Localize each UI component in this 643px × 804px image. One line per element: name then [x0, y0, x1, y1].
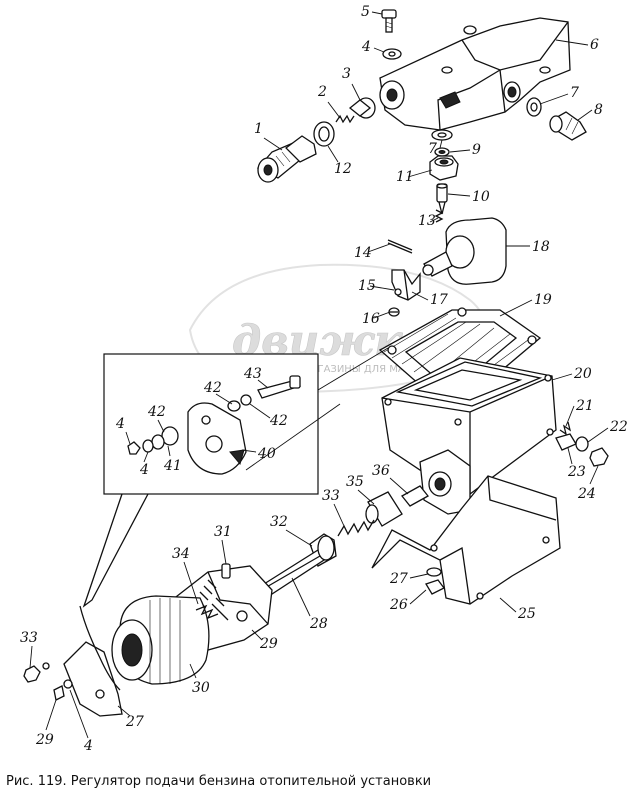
callout-22: 22 [609, 419, 628, 435]
callout-18: 18 [532, 239, 550, 255]
part-26-bolt [425, 579, 445, 595]
callout-35: 31 [214, 524, 232, 540]
callout-26: 26 [389, 597, 408, 613]
part-13-spring [434, 209, 444, 223]
callout-4-inset: 4 [139, 462, 149, 478]
part-4-washer-bottom [63, 679, 73, 689]
part-20-float-chamber [381, 357, 557, 515]
callout-42: 42 [147, 404, 166, 420]
callout-25: 25 [517, 606, 536, 622]
callout-41: 41 [163, 458, 182, 474]
callout-labels: 5 4 6 3 2 7 8 1 7 9 12 11 10 13 18 14 15… [20, 4, 628, 754]
part-21-spring [559, 421, 572, 436]
callout-2: 2 [317, 84, 327, 100]
callout-37: 33 [322, 488, 340, 504]
part-14-pin [387, 239, 413, 254]
callout-20: 20 [573, 366, 592, 382]
callout-10: 10 [472, 189, 490, 205]
callout-19: 19 [534, 292, 552, 308]
callout-38: 35 [346, 474, 364, 490]
part-16-screw [388, 307, 400, 317]
part-11-nut [429, 155, 459, 181]
callout-34: 34 [172, 546, 190, 562]
callout-11: 11 [396, 169, 414, 185]
part-27-washer [426, 567, 442, 577]
callout-13: 13 [418, 213, 436, 229]
part-23-fitting [555, 433, 577, 451]
callout-44: 43 [243, 366, 262, 382]
part-4-washer [382, 48, 402, 60]
part-36-plunger [263, 533, 337, 595]
callout-36: 32 [270, 514, 288, 530]
part-6-upper-housing [379, 17, 571, 131]
part-31-lever [63, 605, 123, 717]
part-22-washer [575, 436, 589, 452]
part-33-nut [23, 665, 41, 683]
callout-28: 28 [309, 616, 328, 632]
part-32-screw [53, 685, 65, 701]
callout-1: 1 [254, 121, 263, 137]
detail-inset [82, 347, 389, 608]
callout-4-bottom: 4 [83, 738, 93, 754]
callout-40: 40 [257, 446, 276, 462]
callout-7: 7 [428, 141, 437, 157]
callout-30: 30 [192, 680, 210, 696]
callout-16: 16 [362, 311, 380, 327]
callout-6: 6 [590, 37, 599, 53]
part-3-valve [348, 97, 376, 119]
watermark-tagline: МАГАЗИНЫ ДЛЯ МАШИНЫ [302, 364, 439, 375]
figure-caption: Рис. 119. Регулятор подачи бензина отопи… [6, 774, 432, 789]
part-34-spring [195, 604, 219, 620]
leader-lines [29, 11, 609, 739]
callout-32: 29 [35, 732, 54, 748]
part-8-fitting [549, 111, 587, 141]
part-1-fitting [256, 135, 317, 183]
callout-33-bottom: 33 [20, 630, 38, 646]
part-35-screw [221, 563, 231, 579]
callout-14: 14 [354, 245, 372, 261]
callout-42-inset-right: 42 [269, 413, 288, 429]
part-38-piston [365, 491, 403, 527]
callout-17: 17 [430, 292, 448, 308]
part-15-pin [394, 288, 402, 296]
part-18-float [422, 217, 507, 285]
callout-12: 12 [334, 161, 352, 177]
callout-8: 8 [594, 102, 603, 118]
part-7-washer-right [526, 97, 542, 117]
callout-24: 24 [577, 486, 596, 502]
callout-7-right: 7 [570, 85, 579, 101]
part-10-needle [436, 183, 448, 215]
callout-5: 5 [361, 4, 370, 20]
part-25-bracket [371, 475, 561, 605]
callout-4: 4 [361, 39, 371, 55]
callout-9: 9 [472, 142, 481, 158]
callout-15: 15 [358, 278, 376, 294]
callout-27: 27 [389, 571, 408, 587]
part-7-washer-lower [431, 129, 453, 141]
callout-33: 4 [115, 416, 125, 432]
callout-31: 27 [125, 714, 144, 730]
callout-29: 29 [259, 636, 278, 652]
part-5-screw [381, 9, 397, 33]
callout-43: 42 [203, 380, 222, 396]
callout-23: 23 [567, 464, 586, 480]
part-nut-small [42, 662, 50, 670]
part-30-cylinder [111, 595, 210, 685]
part-9-washer [434, 147, 450, 157]
part-39-pin [401, 485, 429, 507]
callout-3: 3 [342, 66, 351, 82]
callout-21: 21 [575, 398, 594, 414]
part-12-ring [313, 121, 335, 147]
callout-39: 36 [372, 463, 390, 479]
part-37-spring [337, 519, 375, 537]
part-24-nut [589, 447, 609, 467]
